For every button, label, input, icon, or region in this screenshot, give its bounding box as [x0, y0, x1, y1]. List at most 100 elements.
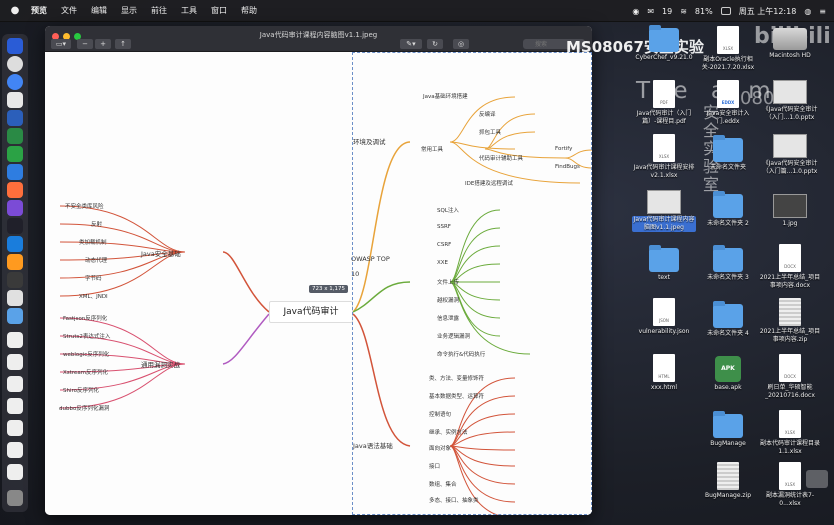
desktop-icon-untitled-folder-3[interactable]: 未命名文件夹 3: [696, 245, 760, 282]
leaf-vuln-6: dubbo反序列化漏洞: [59, 406, 110, 412]
edge-owasp-leaf-9: [449, 281, 531, 355]
recent-doc-icon-1[interactable]: [7, 332, 23, 348]
menu-tools[interactable]: 工具: [181, 6, 197, 15]
leaf-env-3: IDE搭建及远程调试: [465, 181, 513, 187]
menu-app-name[interactable]: 预览: [31, 6, 47, 15]
battery-percent: 81%: [694, 6, 713, 16]
desktop-icon-xxx-html[interactable]: HTML xxx.html: [632, 354, 696, 392]
wechat-icon[interactable]: ✉: [647, 6, 655, 16]
close-button[interactable]: [52, 33, 59, 40]
finder-icon[interactable]: [7, 38, 23, 54]
desktop-icon-text-folder[interactable]: text: [632, 245, 696, 282]
trash-icon[interactable]: [7, 490, 23, 506]
terminal-icon[interactable]: [7, 218, 23, 234]
word-icon[interactable]: [7, 110, 23, 126]
share-button[interactable]: ↑: [115, 39, 131, 49]
desktop-icon-bugmanage-zip[interactable]: BugManage.zip: [696, 462, 760, 500]
markup-pen-button[interactable]: ✎▾: [400, 39, 422, 49]
edge-vuln-leaf-6: [59, 363, 186, 409]
edge-root-vuln-practice: [222, 313, 270, 365]
burp-icon[interactable]: [7, 254, 23, 270]
desktop-icon-untitled-folder-4[interactable]: 未命名文件夹 4: [696, 301, 760, 338]
battery-icon[interactable]: [720, 7, 731, 15]
menu-view[interactable]: 显示: [121, 6, 137, 15]
app-icon-2[interactable]: [7, 290, 23, 306]
recent-doc-icon-6[interactable]: [7, 442, 23, 458]
recent-doc-icon-2[interactable]: [7, 354, 23, 370]
desktop-icon-summary-zip[interactable]: 2021上半年总结_项目事项内容.zip: [758, 298, 822, 344]
recent-doc-icon-5[interactable]: [7, 420, 23, 436]
siri-icon[interactable]: ◍: [804, 6, 812, 16]
markup-toolbar-button[interactable]: ◎: [453, 39, 469, 49]
desktop-icon-course-pdf[interactable]: PDF Java代码审计（入门篇）-课程目.pdf: [632, 80, 696, 126]
leaf-syntax-5: 面向对象: [429, 446, 452, 452]
desktop-icon-untitled-folder[interactable]: 未命名文件夹: [696, 135, 760, 172]
apple-menu-icon[interactable]: ●: [10, 5, 20, 16]
chat-bubble-icon[interactable]: [806, 470, 828, 488]
desktop-icon-schedule-xlsx[interactable]: XLSX Java代码审计课程安排v2.1.xlsx: [632, 134, 696, 180]
desktop-icon-oracle-xlsx[interactable]: XLSX 副本Oracle执行相关-2021.7.20.xlsx: [696, 26, 760, 72]
desktop-icon-pptx-2[interactable]: 《Java代码安全审计（入门篇...1.0.pptx: [758, 134, 822, 176]
zoom-out-button[interactable]: −: [77, 39, 93, 49]
pages-icon[interactable]: [7, 182, 23, 198]
downloads-folder-icon[interactable]: [7, 308, 23, 324]
control-center-icon[interactable]: ≡: [819, 6, 826, 16]
calendar-icon[interactable]: [7, 92, 23, 108]
idea-icon[interactable]: [7, 200, 23, 216]
zoom-in-button[interactable]: +: [95, 39, 111, 49]
desktop-icon-bugmanage[interactable]: BugManage: [696, 411, 760, 448]
desktop-icon-label: 副本Oracle执行相关-2021.7.20.xlsx: [701, 56, 755, 71]
desktop-icon-vuln-xlsx[interactable]: XLSX 副本漏洞统计表7-0...xlsx: [758, 462, 822, 508]
excel-icon[interactable]: [7, 128, 23, 144]
desktop-icon-cyberchef[interactable]: CyberChef_v9.21.0: [632, 25, 696, 62]
chrome-icon[interactable]: [7, 74, 23, 90]
edge-security-leaf-6: [59, 251, 186, 297]
window-titlebar[interactable]: Java代码审计课程内容脑图v1.1.jpeg ▭▾ − + ↑ ✎▾ ↻ ◎: [45, 26, 592, 52]
notification-badge[interactable]: 19: [662, 6, 673, 16]
desktop-icon-label: 1.jpg: [782, 220, 798, 227]
clock[interactable]: 周五 上午12:18: [738, 6, 797, 16]
desktop-icon-untitled-folder-2[interactable]: 未命名文件夹 2: [696, 191, 760, 228]
desktop-icon-label: Java安全审计入门.eddx: [706, 110, 750, 125]
menu-edit[interactable]: 编辑: [91, 6, 107, 15]
recent-doc-icon-7[interactable]: [7, 464, 23, 480]
recent-doc-icon-4[interactable]: [7, 398, 23, 414]
safari-icon[interactable]: [7, 56, 23, 72]
wechat-dock-icon[interactable]: [7, 146, 23, 162]
edge-vuln-leaf-3: [59, 353, 186, 365]
image-canvas[interactable]: [45, 52, 592, 515]
zoom-button[interactable]: [74, 33, 81, 40]
leaf-env-2: 常用工具: [421, 147, 444, 153]
zip-file-icon: [779, 298, 801, 326]
desktop-icon-pptx-1[interactable]: 《Java代码安全审计（入门...1.0.pptx: [758, 80, 822, 122]
search-input[interactable]: [523, 39, 585, 49]
menu-window[interactable]: 窗口: [211, 6, 227, 15]
sidebar-toggle-button[interactable]: ▭▾: [51, 39, 71, 49]
leaf-security-1: 不安全类库风险: [65, 204, 104, 210]
minimize-button[interactable]: [63, 33, 70, 40]
rotate-button[interactable]: ↻: [427, 39, 443, 49]
menu-help[interactable]: 帮助: [241, 6, 257, 15]
app-icon-1[interactable]: [7, 272, 23, 288]
branch-java-security: Java安全基础: [141, 250, 181, 258]
desktop-icon-label: 刷日单_华硕智能_20210716.docx: [765, 384, 815, 399]
desktop-icon-base-apk[interactable]: APK base.apk: [696, 356, 760, 392]
pycharm-icon[interactable]: [7, 236, 23, 252]
menu-go[interactable]: 前往: [151, 6, 167, 15]
menu-file[interactable]: 文件: [61, 6, 77, 15]
desktop-icon-vulnerability-json[interactable]: JSON vulnerability.json: [632, 298, 696, 336]
leaf-security-3: 类加载机制: [79, 240, 107, 246]
desktop-icon-macintosh-hd[interactable]: Macintosh HD: [758, 28, 822, 60]
wifi-icon[interactable]: ≋: [680, 6, 687, 16]
desktop-icon-catalog-xlsx[interactable]: XLSX 副本代码审计课程目录1.1.xlsx: [758, 410, 822, 456]
desktop-icon-brush-docx[interactable]: DOCX 刷日单_华硕智能_20210716.docx: [758, 354, 822, 400]
folder-icon: [713, 191, 743, 218]
desktop-icon-summary-docx[interactable]: DOCX 2021上半年总结_项目事项内容.docx: [758, 244, 822, 290]
qq-icon[interactable]: [7, 164, 23, 180]
recent-doc-icon-3[interactable]: [7, 376, 23, 392]
desktop-icon-1-jpg[interactable]: 1.jpg: [758, 194, 822, 228]
desktop-icon-eddx[interactable]: EDDX Java安全审计入门.eddx: [696, 80, 760, 126]
desktop-icon-mindmap-jpeg[interactable]: Java代码审计课程内容脑图v1.1.jpeg: [632, 190, 696, 232]
record-icon[interactable]: ◉: [632, 6, 640, 16]
mindmap-root: Java代码审计: [269, 301, 353, 323]
